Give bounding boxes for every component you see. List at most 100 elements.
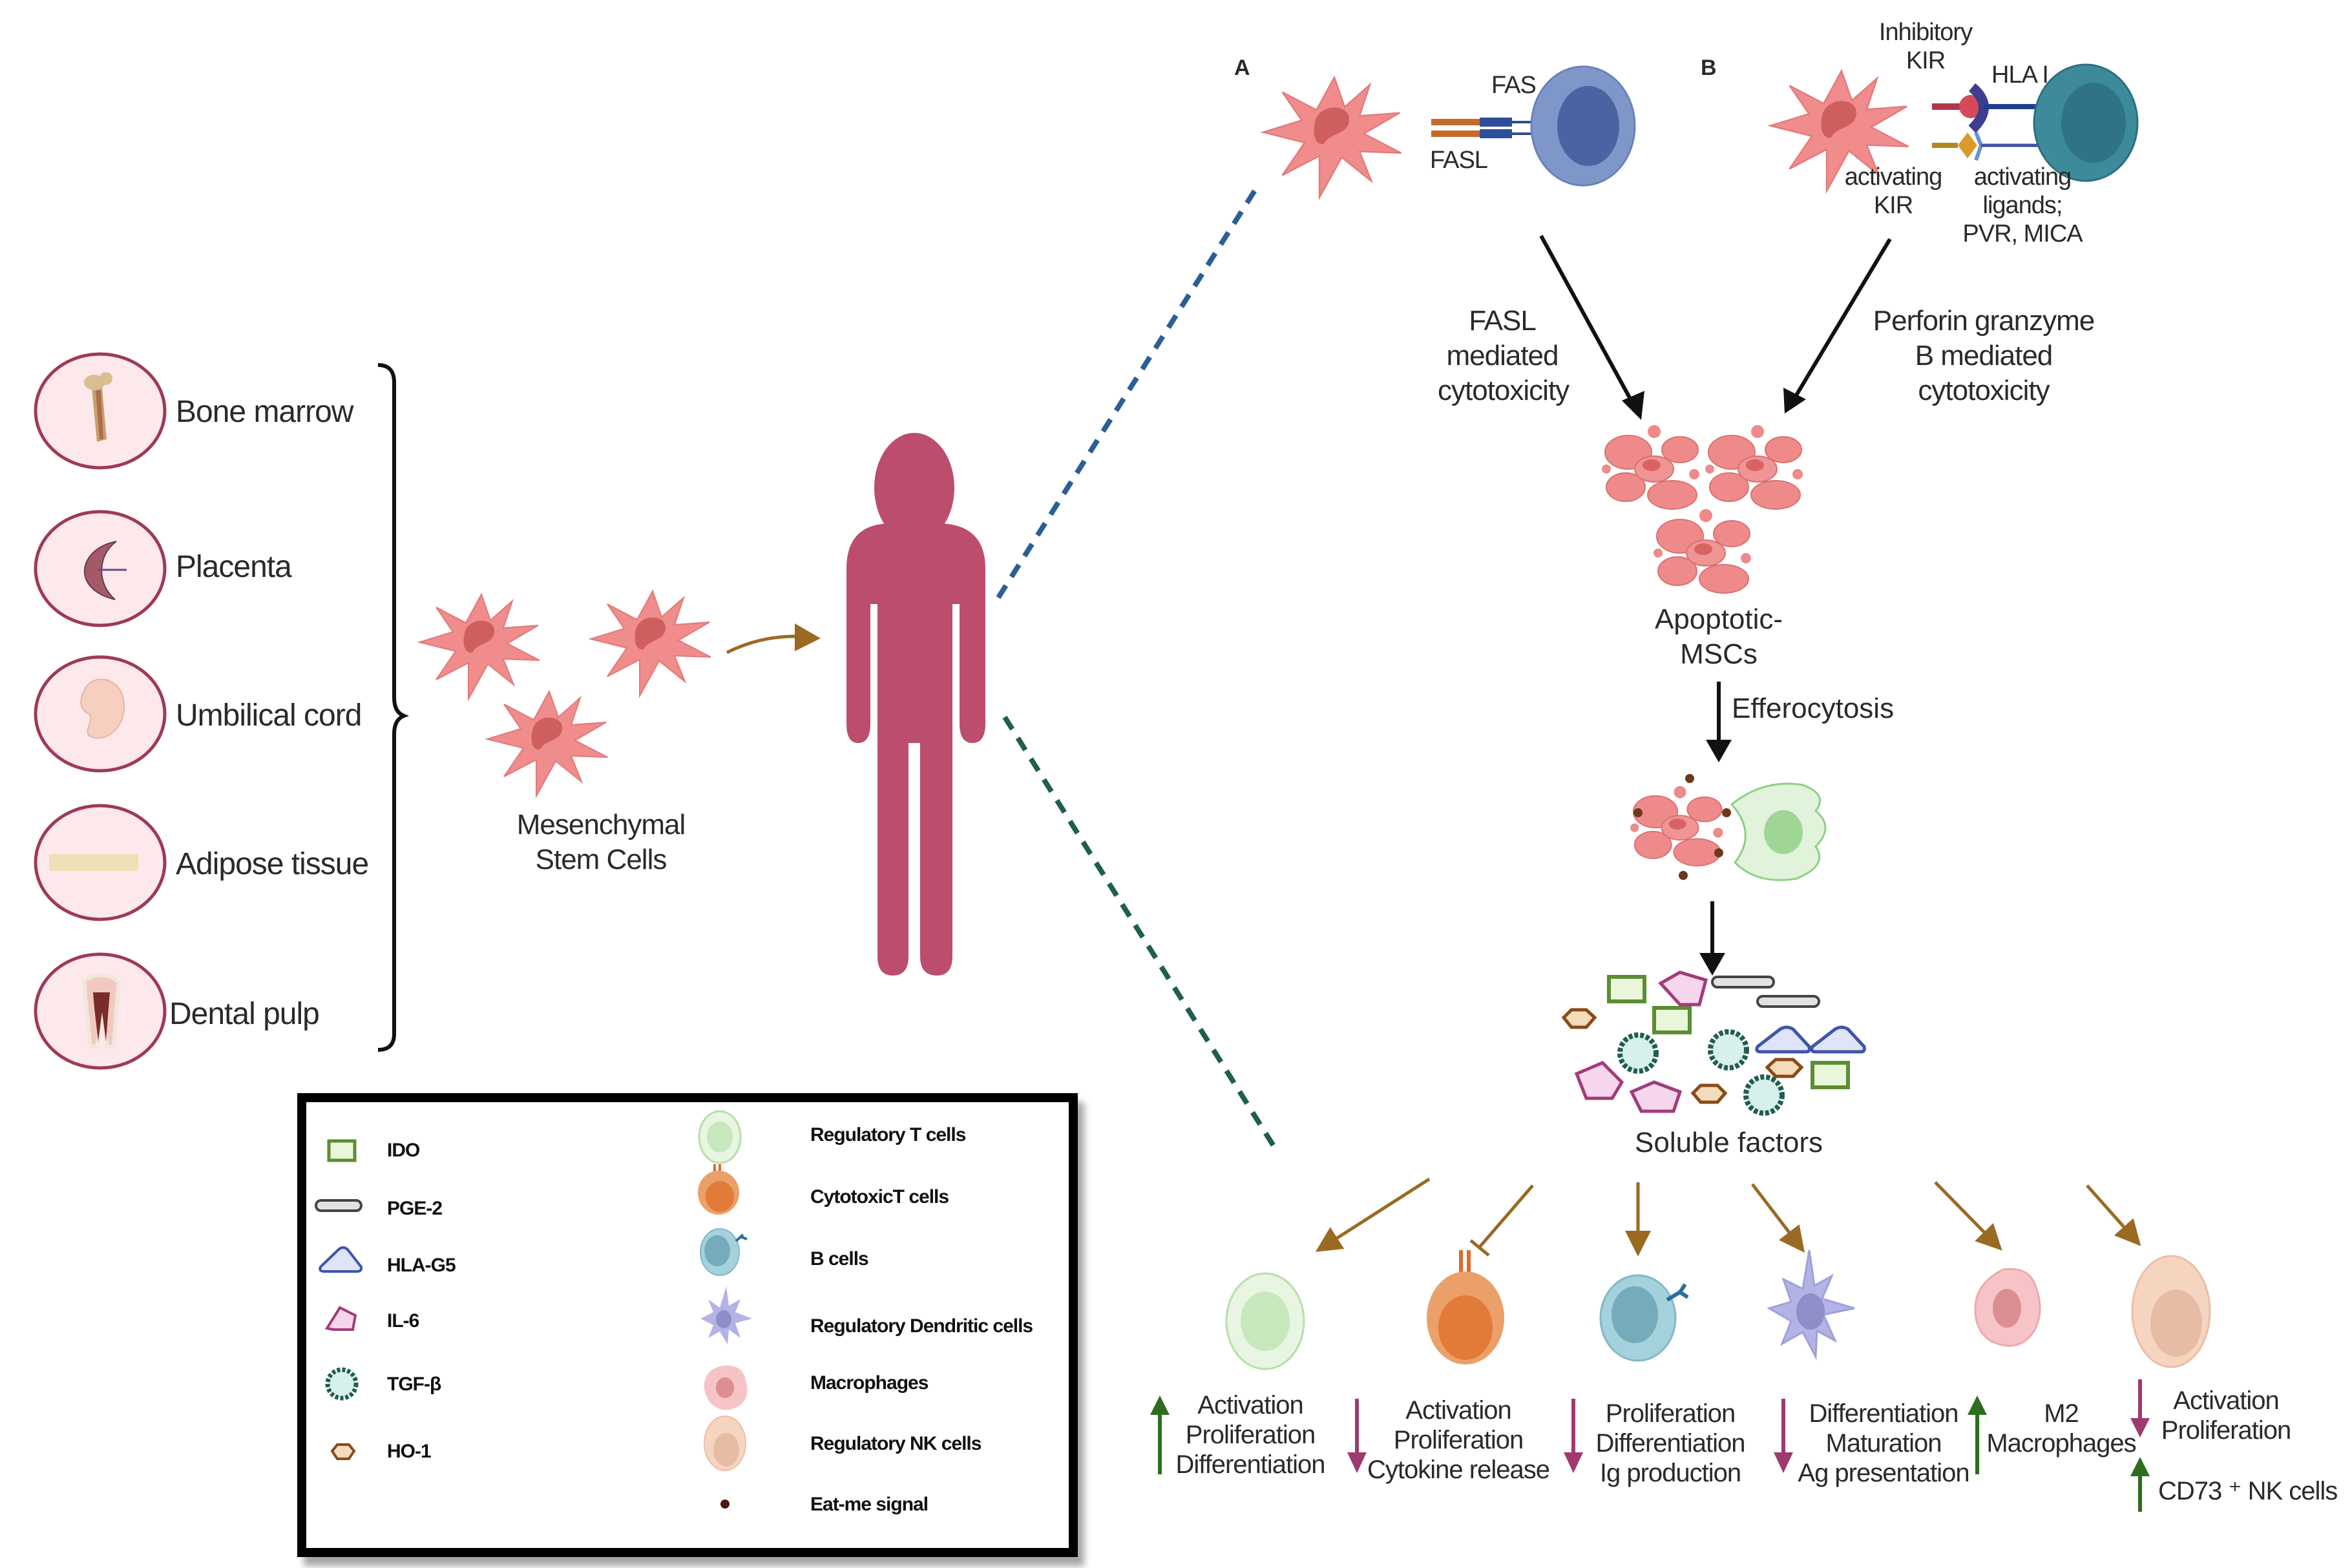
panel-a-illustration — [1262, 65, 1636, 198]
effect-treg: Activation Proliferation Differentiation — [1173, 1390, 1328, 1479]
pge2-legend-icon — [315, 1199, 362, 1212]
hla-g5-icon — [1755, 1025, 1811, 1054]
effect-line: Differentiation — [1595, 1429, 1745, 1458]
efferocytosis-icon — [1630, 774, 1827, 881]
hla-g5-icon — [1810, 1025, 1866, 1054]
activating-kir-line: KIR — [1873, 192, 1913, 219]
fas-label: FAS — [1491, 72, 1537, 99]
legend-label-b-cells: B cells — [810, 1248, 869, 1270]
msc-cell-icon — [419, 594, 540, 700]
source-label-placenta: Placenta — [176, 550, 292, 584]
arrow-fasl-cytotoxicity — [1539, 235, 1637, 408]
effect-arrows — [1315, 1177, 2141, 1257]
pge2-icon — [1711, 976, 1775, 988]
apoptotic-label-line: MSCs — [1680, 638, 1758, 670]
msc-label: Mesenchymal Stem Cells — [491, 808, 711, 877]
panel-b-letter: B — [1701, 56, 1717, 80]
human-figure-icon — [846, 433, 985, 976]
effect-line: Ig production — [1599, 1459, 1741, 1487]
perforin-mechanism-line: Perforin granzyme — [1873, 305, 2095, 337]
il6-icon — [1658, 970, 1708, 1007]
target-cytotoxic-t-cell-icon — [1427, 1250, 1504, 1364]
eat-me-signal-icon — [1722, 808, 1731, 817]
il6-legend-icon — [324, 1306, 357, 1331]
apoptotic-msc-label: Apoptotic- MSCs — [1622, 602, 1816, 672]
fasl-mechanism-line: mediated — [1446, 340, 1559, 371]
legend-label-cytotoxic-t: CytotoxicT cells — [810, 1186, 949, 1207]
tooth-icon — [81, 973, 121, 1049]
msc-label-line2: Stem Cells — [535, 844, 667, 875]
effect-nk-cell: Activation Proliferation — [2152, 1386, 2300, 1445]
inhibitory-kir-line: Inhibitory — [1878, 19, 1973, 46]
ho1-legend-icon — [330, 1443, 356, 1460]
grouping-brace — [377, 363, 410, 1052]
legend-icons — [315, 1110, 752, 1509]
legend-label-pge2: PGE-2 — [387, 1198, 443, 1219]
legend-label-ido: IDO — [387, 1140, 420, 1161]
effect-line: Cytokine release — [1367, 1456, 1550, 1484]
target-macrophage-icon — [1974, 1268, 2041, 1347]
source-circle-umbilical-cord — [34, 655, 167, 773]
bone-icon — [84, 372, 112, 442]
hla-g5-legend-icon — [319, 1246, 363, 1273]
msc-label-line1: Mesenchymal — [516, 809, 686, 841]
placenta-icon — [84, 541, 127, 600]
activating-kir-label: activating KIR — [1835, 163, 1951, 220]
soluble-factors-label: Soluble factors — [1635, 1127, 1823, 1158]
effect-line: Activation — [2173, 1386, 2279, 1415]
effect-direction-arrows — [1150, 1379, 2150, 1512]
source-circles — [34, 352, 167, 1070]
eat-me-legend-icon — [720, 1500, 730, 1509]
effect-line: Proliferation — [1393, 1426, 1524, 1454]
msc-cell-icon — [487, 691, 608, 797]
efferocytosis-label: Efferocytosis — [1732, 693, 1895, 724]
perforin-mechanism-label: Perforin granzyme B mediated cytotoxicit… — [1854, 304, 2113, 408]
dashed-link-effects — [1002, 715, 1279, 1152]
fasl-mechanism-line: cytotoxicity — [1438, 375, 1570, 406]
legend-label-eat-me: Eat-me signal — [810, 1494, 929, 1515]
apoptotic-label-line: Apoptotic- — [1654, 603, 1783, 635]
apoptotic-msc-icon — [1601, 424, 1700, 510]
ido-icon — [1607, 975, 1646, 1003]
target-b-cell-icon — [1599, 1274, 1689, 1362]
fasl-mechanism-label: FASL mediated cytotoxicity — [1438, 304, 1570, 408]
effect-line: Proliferation — [1605, 1399, 1736, 1428]
pge2-icon — [1756, 995, 1820, 1008]
eat-me-signal-icon — [1714, 848, 1723, 857]
panel-a-letter: A — [1234, 56, 1250, 80]
effect-line: Activation — [1197, 1391, 1303, 1419]
activating-ligands-label: activating ligands; PVR, MICA — [1958, 163, 2087, 248]
effect-line: Macrophages — [1986, 1429, 2136, 1458]
effect-dendritic: Differentiation Maturation Ag presentati… — [1793, 1399, 1974, 1488]
ho1-icon — [1690, 1083, 1728, 1104]
target-treg-cell-icon — [1225, 1272, 1305, 1370]
fetus-icon — [80, 678, 125, 739]
activating-kir-line: activating — [1844, 163, 1943, 191]
inhibitory-kir-label: Inhibitory KIR — [1861, 18, 1990, 75]
legend-label-dendritic: Regulatory Dendritic cells — [810, 1315, 1033, 1337]
panel-b-illustration — [1769, 63, 2139, 192]
effect-line: Differentiation — [1175, 1450, 1325, 1479]
il6-icon — [1629, 1080, 1683, 1113]
ho1-icon — [1561, 1008, 1597, 1029]
apoptotic-msc-icon — [1705, 424, 1803, 510]
perforin-mechanism-line: B mediated — [1915, 340, 2053, 371]
tgf-beta-icon — [1708, 1029, 1749, 1071]
infusion-arrow — [726, 634, 795, 654]
dashed-link-panel-a — [996, 185, 1259, 600]
effect-line: M2 — [2044, 1399, 2079, 1428]
ido-icon — [1652, 1006, 1692, 1034]
source-label-umbilical-cord: Umbilical cord — [176, 698, 362, 733]
source-circle-bone-marrow — [34, 352, 167, 470]
effect-line: Ag presentation — [1798, 1459, 1969, 1487]
legend-label-treg: Regulatory T cells — [810, 1124, 966, 1145]
legend-label-hla-g5: HLA-G5 — [387, 1255, 456, 1276]
inhibitory-kir-line: KIR — [1906, 47, 1946, 74]
source-circle-adipose-tissue — [34, 804, 167, 921]
tgf-beta-icon — [1617, 1032, 1659, 1074]
activating-ligands-line: activating — [1973, 163, 2072, 191]
source-label-bone-marrow: Bone marrow — [176, 395, 353, 429]
source-label-adipose-tissue: Adipose tissue — [176, 847, 369, 881]
ido-icon — [1811, 1061, 1850, 1089]
